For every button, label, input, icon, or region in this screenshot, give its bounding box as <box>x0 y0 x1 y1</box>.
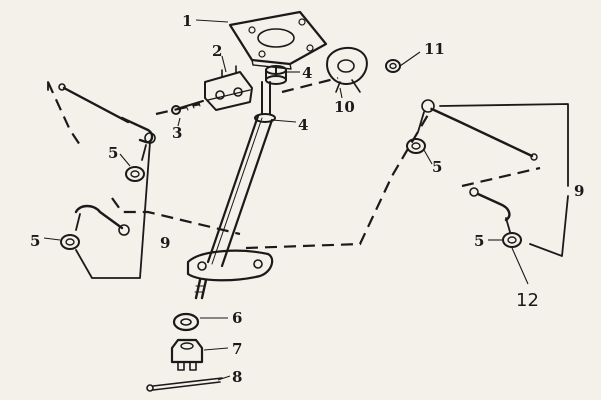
clamp-bracket-part <box>204 65 253 111</box>
callout-10: 10 <box>334 98 355 116</box>
left-upper-nut-part <box>125 166 145 182</box>
cotter-pin-part <box>146 377 223 392</box>
right-upper-nut-part <box>406 138 426 154</box>
callout-5-right-upper: 5 <box>432 158 442 176</box>
callout-9-left: 9 <box>160 234 170 252</box>
callout-1: 1 <box>182 12 192 30</box>
right-lower-tie-rod-part <box>469 187 511 233</box>
right-lower-nut-part <box>502 232 522 248</box>
callout-5-left-upper: 5 <box>108 144 118 162</box>
callout-5-left-lower: 5 <box>30 232 40 250</box>
right-group-bracket <box>439 103 569 257</box>
callout-4-upper: 4 <box>302 64 312 82</box>
callout-11: 11 <box>424 40 445 58</box>
callout-9-right: 9 <box>574 182 584 200</box>
leader-lines <box>43 19 529 381</box>
left-group-bracket <box>47 81 151 279</box>
left-upper-tie-rod-part <box>58 83 156 161</box>
assembly-dashed-lines <box>47 76 541 250</box>
callout-4-lower: 4 <box>298 116 308 134</box>
left-lower-tie-rod-part <box>74 204 130 236</box>
callout-8: 8 <box>232 368 242 386</box>
callout-7: 7 <box>232 340 242 358</box>
left-lower-nut-part <box>60 234 80 250</box>
top-plate-part <box>228 10 328 77</box>
callout-6: 6 <box>232 309 242 327</box>
callout-2: 2 <box>212 42 222 60</box>
right-upper-tie-rod-part <box>417 99 538 161</box>
steering-column-part <box>206 81 276 268</box>
pitman-arm-part <box>186 249 274 300</box>
callout-3: 3 <box>172 124 182 142</box>
castle-nut-part <box>170 338 204 371</box>
washer-part <box>172 312 200 332</box>
callout-12-handwritten: 12 <box>516 290 539 311</box>
callout-5-right-lower: 5 <box>474 232 484 250</box>
split-collar-part <box>326 46 368 93</box>
small-nut-part <box>385 59 401 73</box>
bolt-part <box>171 100 204 115</box>
